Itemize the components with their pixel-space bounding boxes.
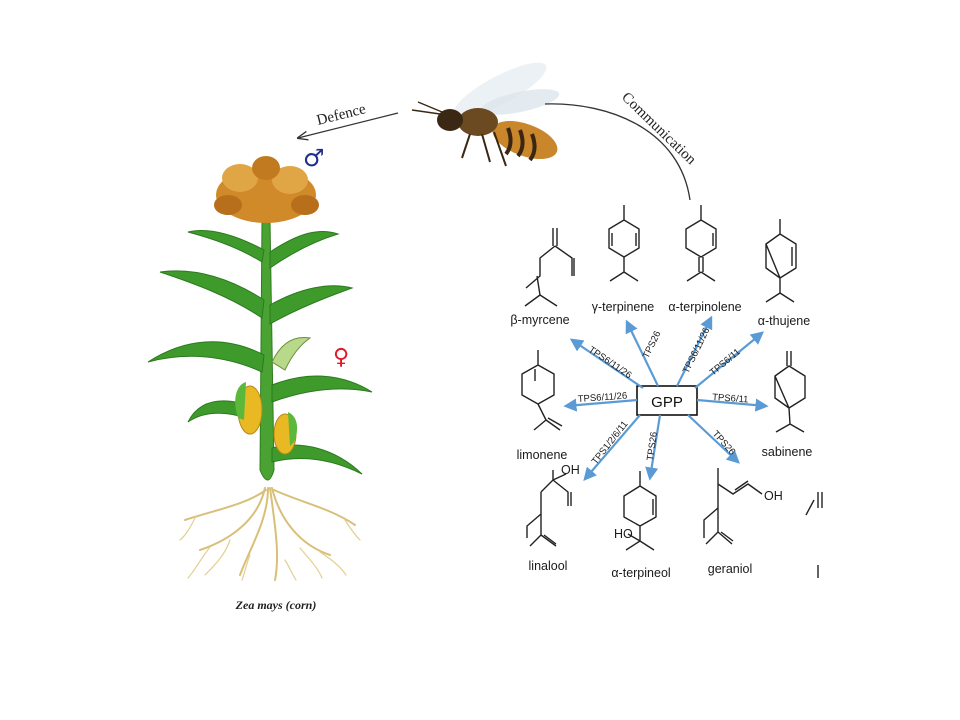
leaf (271, 375, 373, 403)
structure-limonene (521, 350, 563, 431)
enzyme-label: TPS1/2/6/11 (590, 419, 631, 467)
atom-label-ho-terpineol: HO (614, 527, 633, 541)
arrow-to-thujene (694, 331, 765, 389)
structure-sabinene (774, 351, 806, 433)
leaf (147, 341, 265, 373)
label-geraniol: geraniol (708, 562, 752, 576)
tassel (214, 156, 319, 223)
structure-gamma-terpinene (608, 205, 640, 282)
label-gamma-terpinene: γ-terpinene (592, 300, 655, 314)
arrow-to-terpinolene (676, 315, 713, 387)
label-sabinene: sabinene (762, 445, 813, 459)
honeybee-illustration (411, 62, 560, 167)
structure-linalool (526, 470, 572, 547)
label-alpha-terpineol: α-terpineol (611, 566, 670, 580)
leaf (271, 444, 363, 475)
structure-alpha-thujene (765, 219, 797, 303)
enzyme-label: TPS6/11 (708, 347, 743, 379)
enzyme-label: TPS6/11/26 (586, 344, 633, 381)
atom-label-oh-linalool: OH (561, 463, 580, 477)
corn-cob (273, 412, 298, 455)
leaf (269, 231, 340, 269)
label-alpha-terpinolene: α-terpinolene (668, 300, 741, 314)
structure-alpha-terpinolene (685, 205, 717, 282)
corn-cob (235, 382, 263, 435)
arrow-to-myrcene (569, 338, 644, 389)
gpp-box (636, 385, 698, 416)
label-linalool: linalool (529, 559, 568, 573)
label-alpha-thujene: α-thujene (758, 314, 810, 328)
arrow-to-limonene (563, 398, 638, 412)
leaf (187, 230, 265, 263)
structure-geraniol (703, 468, 763, 545)
gpp-label: GPP (651, 394, 683, 411)
communication-arc: Communication (544, 89, 699, 201)
structure-beta-myrcene (524, 228, 575, 307)
structure-alpha-terpineol (623, 471, 657, 551)
male-symbol: ♂ (303, 144, 325, 172)
female-symbol: ♀ (333, 345, 349, 370)
enzyme-label: TPS26 (645, 431, 660, 461)
corn-plant-illustration: ♂ ♀ (147, 144, 373, 581)
label-limonene: limonene (517, 448, 568, 462)
enzyme-label: TPS6/11 (712, 392, 749, 406)
pathway-diagram: GPP TPS6/11/26 TPS26 TPS6/11/26 TPS6/11 … (510, 205, 823, 580)
enzyme-label: TPS6/11/26 (577, 391, 627, 405)
label-beta-myrcene: β-myrcene (510, 313, 569, 327)
enzyme-label: TPS6/11/26 (681, 326, 713, 375)
arrow-to-linalool (583, 414, 641, 482)
leaf (269, 285, 354, 325)
roots (179, 487, 361, 581)
arrow-to-gamma-terpinene (625, 319, 659, 387)
silk (271, 336, 312, 371)
defence-label: Defence (315, 101, 368, 129)
defence-arrow: Defence (298, 101, 399, 138)
partial-structure (805, 492, 823, 578)
figure-caption: Zea mays (corn) (235, 598, 317, 612)
arrow-to-terpineol (645, 414, 662, 481)
arrow-to-sabinene (696, 398, 769, 412)
enzyme-label: TPS26 (641, 329, 664, 360)
atom-label-oh-geraniol: OH (764, 489, 783, 503)
arrow-to-geraniol (687, 414, 740, 464)
enzyme-label: TPS26 (710, 429, 738, 458)
leaf (159, 270, 265, 319)
communication-label: Communication (618, 89, 699, 168)
